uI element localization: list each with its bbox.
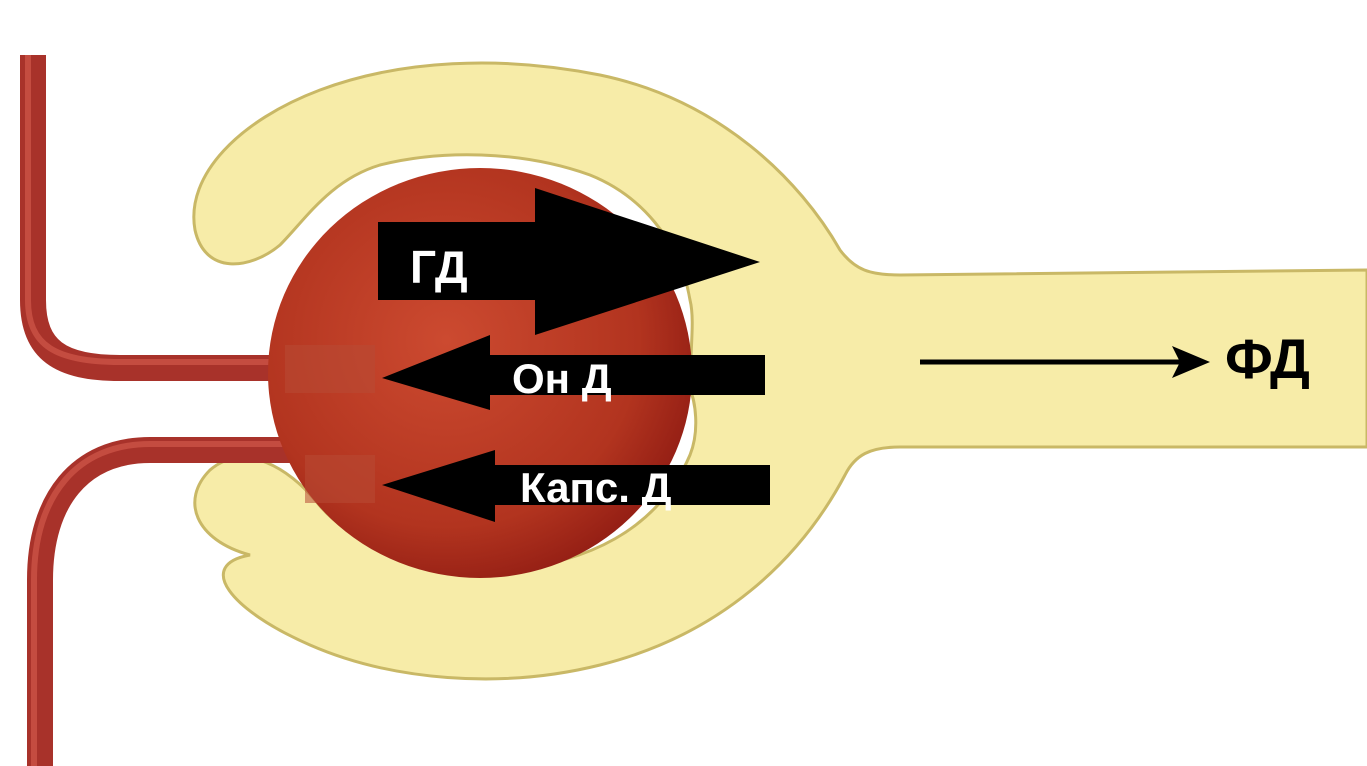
capsule-pressure-label: Капс. Д bbox=[520, 464, 672, 511]
afferent-arteriole-highlight bbox=[25, 55, 300, 365]
capsule-pressure-arrow: Капс. Д bbox=[382, 450, 770, 522]
oncotic-pressure-label: Он Д bbox=[512, 355, 612, 402]
oncotic-pressure-arrow: Он Д bbox=[382, 335, 765, 410]
hydrostatic-pressure-label: ГД bbox=[410, 241, 468, 293]
vessel-entry-shading bbox=[285, 345, 375, 393]
filtration-flow-arrow bbox=[920, 346, 1210, 378]
vessel-entry-shading-lower bbox=[305, 455, 375, 503]
hydrostatic-pressure-arrow: ГД bbox=[378, 188, 760, 335]
filtration-pressure-label: ФД bbox=[1225, 327, 1310, 390]
efferent-arteriole bbox=[27, 437, 310, 766]
efferent-arteriole-highlight bbox=[31, 441, 310, 766]
